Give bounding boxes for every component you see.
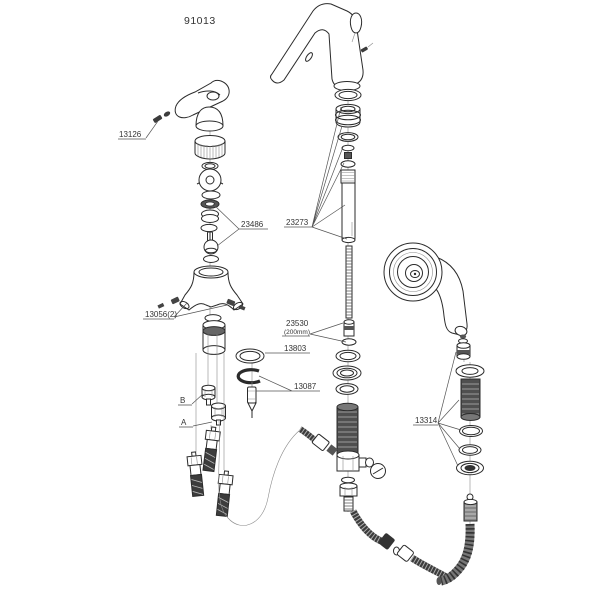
faucet-body: [179, 265, 244, 311]
handle-dome-cap: [195, 106, 224, 132]
label-13056: 13056(2): [145, 310, 177, 319]
coiled-hose: [436, 523, 475, 586]
label-port-b: B: [180, 396, 185, 405]
label-13126: 13126: [119, 130, 142, 139]
tee-connector: [298, 426, 386, 479]
port-b-nut: [201, 384, 216, 406]
cartridge-stack: [196, 161, 224, 263]
body-screws: [157, 296, 246, 311]
seal-ring: [235, 348, 265, 364]
spray-holder: [455, 364, 485, 421]
threaded-rod-200mm: [341, 245, 357, 346]
hose-shank-ribbed: [336, 402, 359, 455]
handle-screws: [152, 111, 171, 123]
coiled-hose-connector: [463, 493, 478, 522]
shower-hose-nut: [456, 338, 471, 360]
knurled-cap: [194, 135, 226, 160]
hand-shower: [383, 242, 468, 339]
diverter-knob: [349, 12, 363, 43]
spout-mounting-stack: [334, 88, 362, 168]
label-13314: 13314: [415, 416, 438, 425]
leader-lines: [145, 106, 462, 467]
label-13087: 13087: [294, 382, 317, 391]
label-23273: 23273: [286, 218, 309, 227]
spout: [270, 3, 364, 91]
label-23530: 23530: [286, 319, 309, 328]
callout-labels: 91013 13126 23486 23273 13056(2) 23530 (…: [118, 15, 438, 428]
supply-hose-connectors: [186, 353, 234, 518]
drawing-number: 91013: [184, 15, 216, 27]
valve-sleeve: [202, 314, 226, 404]
label-13803: 13803: [284, 344, 307, 353]
holder-rings: [456, 425, 484, 476]
port-a-connector: [211, 402, 226, 426]
pullout-hose-loop: [218, 420, 301, 526]
set-screw: [360, 42, 374, 53]
diverter-clip-and-cartridge: [236, 368, 261, 418]
shank-tube: [340, 169, 356, 244]
label-23486: 23486: [241, 220, 264, 229]
tee-tail-and-hose: [339, 476, 450, 582]
label-port-a: A: [181, 418, 187, 427]
label-200mm: (200mm): [284, 329, 310, 336]
handle: [174, 79, 230, 119]
deck-gasket-rings: [332, 349, 362, 395]
